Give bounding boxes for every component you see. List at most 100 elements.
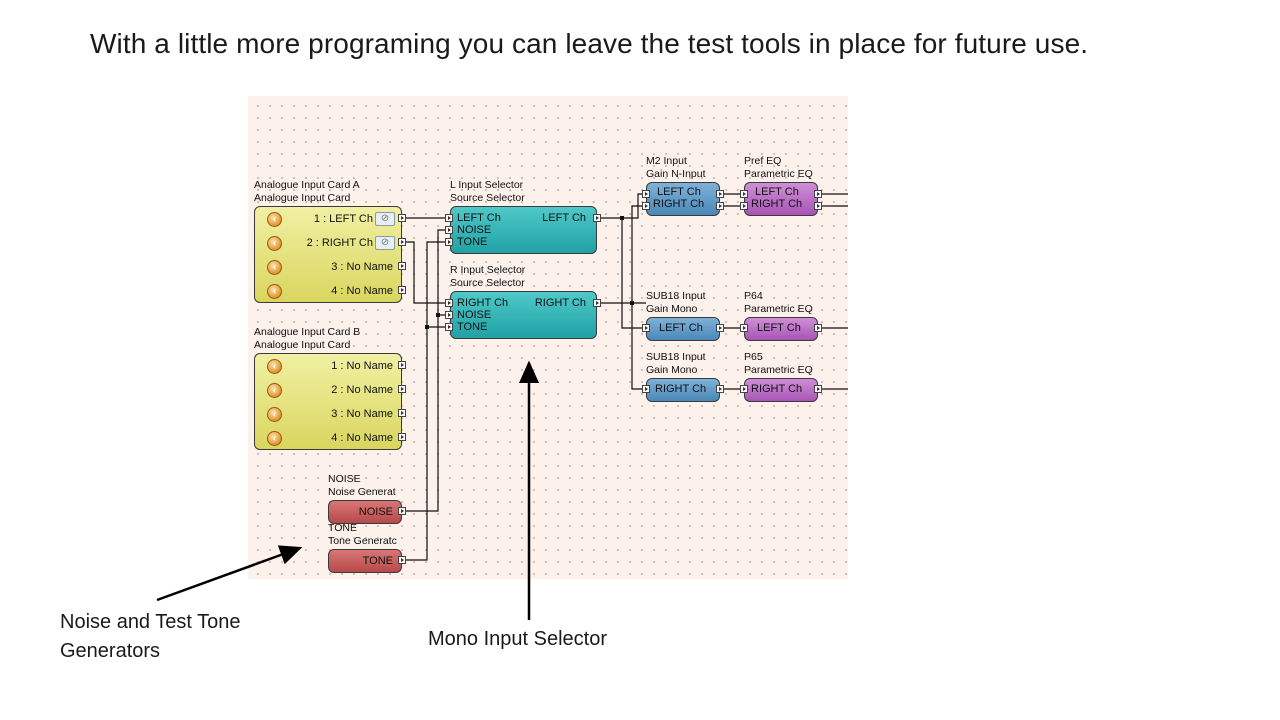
sub18-left-subtitle: Gain Mono xyxy=(646,303,698,315)
output-port[interactable] xyxy=(398,409,406,417)
input-port[interactable] xyxy=(642,190,650,198)
input-arrow-icon[interactable]: ‹ xyxy=(267,359,282,374)
p65-channel: RIGHT Ch xyxy=(751,383,803,395)
junction-dot xyxy=(630,301,634,305)
tone-gen-subtitle: Tone Generatc xyxy=(328,535,397,547)
sub18-left-title: SUB18 Input xyxy=(646,290,706,302)
card-a-channel-2: 2 : RIGHT Ch xyxy=(306,237,373,249)
wire-tone xyxy=(406,241,447,561)
output-port[interactable] xyxy=(398,556,406,564)
card-a-channel-4: 4 : No Name xyxy=(331,285,393,297)
output-port[interactable] xyxy=(398,433,406,441)
input-port[interactable] xyxy=(642,202,650,210)
link-icon[interactable]: ⊘ xyxy=(375,236,395,250)
junction-dot xyxy=(425,325,429,329)
input-arrow-icon[interactable]: ‹ xyxy=(267,212,282,227)
input-card-b[interactable]: ‹ 1 : No Name ‹ 2 : No Name ‹ 3 : No Nam… xyxy=(254,353,402,450)
input-port[interactable] xyxy=(445,311,453,319)
l-input-selector[interactable]: LEFT Ch NOISE TONE LEFT Ch xyxy=(450,206,597,254)
card-a-subtitle: Analogue Input Card xyxy=(254,192,351,204)
tone-gen-title: TONE xyxy=(328,522,357,534)
p64-eq-block[interactable]: LEFT Ch xyxy=(744,317,818,341)
p64-channel: LEFT Ch xyxy=(757,322,801,334)
input-port[interactable] xyxy=(740,385,748,393)
output-port[interactable] xyxy=(398,262,406,270)
l-selector-subtitle: Source Selector xyxy=(450,192,525,204)
input-port[interactable] xyxy=(445,226,453,234)
link-icon[interactable]: ⊘ xyxy=(375,212,395,226)
l-selector-output: LEFT Ch xyxy=(542,212,586,224)
sub18-right-gain-block[interactable]: RIGHT Ch xyxy=(646,378,720,402)
noise-generator-block[interactable]: NOISE xyxy=(328,500,402,524)
tone-gen-output: TONE xyxy=(362,555,393,567)
m2-title: M2 Input xyxy=(646,155,687,167)
input-arrow-icon[interactable]: ‹ xyxy=(267,236,282,251)
pref-eq-channel-1: LEFT Ch xyxy=(755,186,799,198)
output-port[interactable] xyxy=(398,214,406,222)
output-port[interactable] xyxy=(716,202,724,210)
input-arrow-icon[interactable]: ‹ xyxy=(267,284,282,299)
input-port[interactable] xyxy=(445,238,453,246)
tone-generator-block[interactable]: TONE xyxy=(328,549,402,573)
input-port[interactable] xyxy=(445,299,453,307)
noise-gen-output: NOISE xyxy=(358,506,393,518)
wire-right-ch xyxy=(406,241,447,304)
noise-gen-title: NOISE xyxy=(328,473,361,485)
r-selector-title: R Input Selector xyxy=(450,264,526,276)
input-arrow-icon[interactable]: ‹ xyxy=(267,431,282,446)
input-port[interactable] xyxy=(642,324,650,332)
output-port[interactable] xyxy=(814,190,822,198)
input-port[interactable] xyxy=(445,214,453,222)
card-a-channel-3: 3 : No Name xyxy=(331,261,393,273)
output-port[interactable] xyxy=(716,190,724,198)
p65-subtitle: Parametric EQ xyxy=(744,364,813,376)
card-b-title: Analogue Input Card B xyxy=(254,326,361,338)
slide-title: With a little more programing you can le… xyxy=(90,28,1089,59)
input-port[interactable] xyxy=(740,324,748,332)
input-port[interactable] xyxy=(740,202,748,210)
output-port[interactable] xyxy=(716,385,724,393)
sub18-right-channel: RIGHT Ch xyxy=(655,383,707,395)
output-port[interactable] xyxy=(398,507,406,515)
sub18-right-title: SUB18 Input xyxy=(646,351,706,363)
l-selector-input-2: NOISE xyxy=(457,224,492,236)
selector-annotation: Mono Input Selector xyxy=(428,628,607,650)
pref-eq-title: Pref EQ xyxy=(744,155,782,167)
input-arrow-icon[interactable]: ‹ xyxy=(267,260,282,275)
r-selector-output: RIGHT Ch xyxy=(534,297,586,309)
wire-eq-out xyxy=(818,193,848,390)
output-port[interactable] xyxy=(398,286,406,294)
output-port[interactable] xyxy=(814,324,822,332)
pref-eq-block[interactable]: LEFT Ch RIGHT Ch xyxy=(744,182,818,216)
output-port[interactable] xyxy=(814,385,822,393)
input-card-a[interactable]: ‹ 1 : LEFT Ch ⊘ ‹ 2 : RIGHT Ch ⊘ ‹ 3 : N… xyxy=(254,206,402,303)
output-port[interactable] xyxy=(398,385,406,393)
output-port[interactable] xyxy=(398,361,406,369)
noise-gen-subtitle: Noise Generat xyxy=(328,486,396,498)
p65-eq-block[interactable]: RIGHT Ch xyxy=(744,378,818,402)
output-port[interactable] xyxy=(814,202,822,210)
wire-l-out xyxy=(600,193,646,329)
m2-channel-2: RIGHT Ch xyxy=(653,198,705,210)
sub18-left-gain-block[interactable]: LEFT Ch xyxy=(646,317,720,341)
input-port[interactable] xyxy=(642,385,650,393)
l-selector-title: L Input Selector xyxy=(450,179,524,191)
input-arrow-icon[interactable]: ‹ xyxy=(267,383,282,398)
m2-gain-block[interactable]: LEFT Ch RIGHT Ch xyxy=(646,182,720,216)
card-b-channel-3: 3 : No Name xyxy=(331,408,393,420)
p64-title: P64 xyxy=(744,290,763,302)
r-selector-input-2: NOISE xyxy=(457,309,492,321)
r-input-selector[interactable]: RIGHT Ch NOISE TONE RIGHT Ch xyxy=(450,291,597,339)
input-port[interactable] xyxy=(740,190,748,198)
input-arrow-icon[interactable]: ‹ xyxy=(267,407,282,422)
output-port[interactable] xyxy=(593,299,601,307)
output-port[interactable] xyxy=(593,214,601,222)
card-b-channel-1: 1 : No Name xyxy=(331,360,393,372)
generators-annotation-line-2: Generators xyxy=(60,640,161,662)
output-port[interactable] xyxy=(716,324,724,332)
r-selector-input-1: RIGHT Ch xyxy=(457,297,509,309)
dsp-canvas[interactable]: Analogue Input Card A Analogue Input Car… xyxy=(248,96,848,579)
card-b-subtitle: Analogue Input Card xyxy=(254,339,351,351)
input-port[interactable] xyxy=(445,323,453,331)
output-port[interactable] xyxy=(398,238,406,246)
